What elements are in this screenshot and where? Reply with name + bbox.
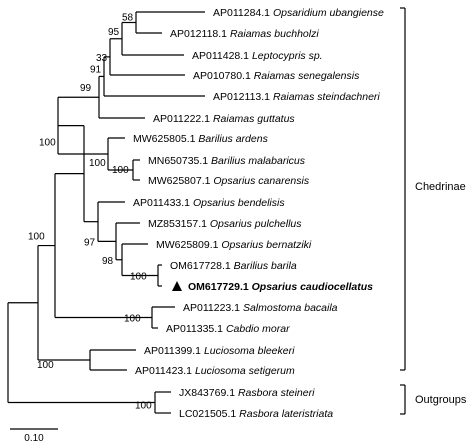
species-name: Opsarius bendelisis: [193, 197, 285, 209]
taxon-label: AP011428.1 Leptocypris sp.: [192, 50, 323, 62]
accession-number: AP011222.1: [153, 113, 213, 125]
species-name: Salmostoma bacaila: [243, 302, 338, 314]
species-name: Luciosoma setigerum: [195, 365, 295, 377]
accession-number: AP012118.1: [170, 28, 230, 40]
bootstrap-support-value: 100: [39, 138, 56, 149]
taxon-label: AP011222.1 Raiamas guttatus: [153, 113, 295, 125]
accession-number: OM617729.1: [188, 281, 252, 293]
taxon-label: AP011423.1 Luciosoma setigerum: [135, 365, 295, 377]
species-name: Rasbora steineri: [238, 387, 315, 399]
species-name: Raiamas steindachneri: [273, 91, 380, 103]
species-name: Opsarius caudiocellatus: [252, 281, 374, 293]
accession-number: AP011433.1: [133, 197, 193, 209]
species-name: Leptocypris sp.: [252, 50, 323, 62]
species-name: Raiamas guttatus: [213, 113, 295, 125]
accession-number: MW625809.1: [156, 239, 221, 251]
bootstrap-support-value: 100: [130, 272, 147, 283]
accession-number: AP011223.1: [183, 302, 243, 314]
bootstrap-support-value: 100: [124, 314, 141, 325]
filled-triangle-icon: [172, 281, 182, 291]
species-name: Opsarius canarensis: [213, 175, 309, 187]
bootstrap-support-value: 58: [122, 13, 134, 24]
taxon-label: MZ853157.1 Opsarius pulchellus: [148, 218, 302, 230]
taxon-label: OM617729.1 Opsarius caudiocellatus: [188, 281, 373, 293]
accession-number: AP011423.1: [135, 365, 195, 377]
taxon-label: AP012118.1 Raiamas buchholzi: [170, 28, 319, 40]
bootstrap-support-value: 100: [112, 165, 129, 176]
species-name: Barilius malabaricus: [211, 155, 306, 167]
taxon-label: JX843769.1 Rasbora steineri: [179, 387, 315, 399]
accession-number: MN650735.1: [148, 155, 211, 167]
bootstrap-support-value: 97: [84, 238, 96, 249]
species-name: Opsaridium ubangiense: [273, 7, 384, 19]
species-name: Rasbora lateristriata: [239, 408, 333, 420]
scale-bar-label: 0.10: [24, 433, 44, 443]
bootstrap-support-value: 100: [37, 360, 54, 371]
bootstrap-support-value: 91: [90, 64, 102, 75]
taxon-label: AP011399.1 Luciosoma bleekeri: [144, 345, 295, 357]
accession-number: MW625807.1: [148, 175, 213, 187]
accession-number: MW625805.1: [133, 133, 198, 145]
species-name: Raiamas senegalensis: [254, 70, 360, 82]
taxon-label: AP011335.1 Cabdio morar: [166, 323, 290, 335]
bootstrap-support-value: 99: [80, 83, 92, 94]
taxon-label: MW625809.1 Opsarius bernatziki: [156, 239, 312, 251]
taxon-label: AP010780.1 Raiamas senegalensis: [193, 70, 360, 82]
taxon-label: LC021505.1 Rasbora lateristriata: [179, 408, 333, 420]
species-name: Cabdio morar: [226, 323, 290, 335]
species-name: Luciosoma bleekeri: [204, 345, 295, 357]
bootstrap-support-value: 95: [108, 27, 120, 38]
bootstrap-support-value: 98: [102, 256, 114, 267]
species-name: Raiamas buchholzi: [230, 28, 319, 40]
taxon-label: OM617728.1 Barilius barila: [170, 260, 297, 272]
accession-number: AP011284.1: [213, 7, 273, 19]
taxon-label: MN650735.1 Barilius malabaricus: [148, 155, 306, 167]
accession-number: AP011335.1: [166, 323, 226, 335]
taxon-label: MW625805.1 Barilius ardens: [133, 133, 269, 145]
taxon-label: AP011433.1 Opsarius bendelisis: [133, 197, 285, 209]
accession-number: AP012113.1: [213, 91, 273, 103]
accession-number: AP010780.1: [193, 70, 254, 82]
accession-number: JX843769.1: [179, 387, 238, 399]
species-name: Opsarius pulchellus: [210, 218, 302, 230]
bootstrap-support-value: 100: [89, 158, 106, 169]
taxon-label: AP011284.1 Opsaridium ubangiense: [213, 7, 384, 19]
accession-number: LC021505.1: [179, 408, 239, 420]
taxon-label: AP012113.1 Raiamas steindachneri: [213, 91, 380, 103]
clade-label-chedrinae: Chedrinae: [415, 181, 466, 193]
accession-number: MZ853157.1: [148, 218, 210, 230]
taxon-label: AP011223.1 Salmostoma bacaila: [183, 302, 338, 314]
accession-number: AP011399.1: [144, 345, 204, 357]
species-name: Opsarius bernatziki: [221, 239, 312, 251]
taxon-label: MW625807.1 Opsarius canarensis: [148, 175, 310, 187]
bootstrap-support-value: 33: [96, 53, 108, 64]
clade-label-outgroups: Outgroups: [415, 394, 467, 406]
species-name: Barilius barila: [234, 260, 297, 272]
bootstrap-support-value: 100: [135, 401, 152, 412]
accession-number: OM617728.1: [170, 260, 234, 272]
accession-number: AP011428.1: [192, 50, 252, 62]
species-name: Barilius ardens: [198, 133, 268, 145]
bootstrap-support-value: 100: [28, 232, 45, 243]
